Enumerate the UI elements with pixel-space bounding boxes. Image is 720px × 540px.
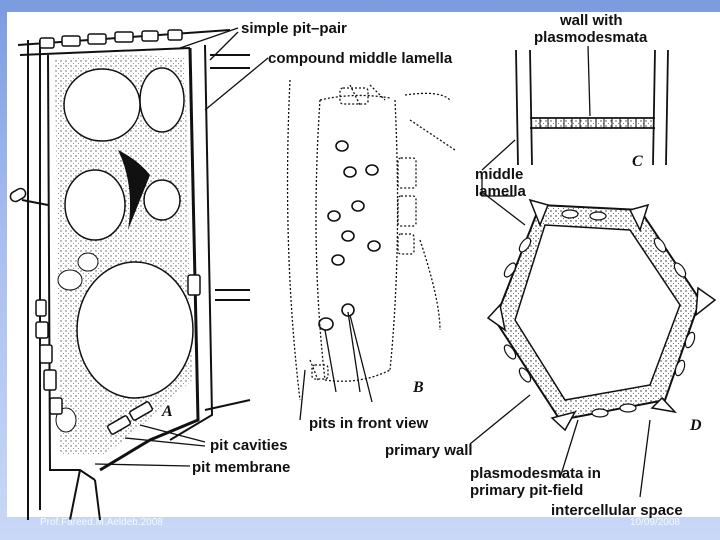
label-primary-wall: primary wall bbox=[385, 442, 473, 459]
panel-d-intercellular-spaces bbox=[486, 198, 717, 432]
label-pits-front-view: pits in front view bbox=[309, 415, 429, 432]
panel-d-pit-fields bbox=[503, 209, 696, 418]
panel-b-pits bbox=[318, 140, 381, 331]
panel-b-letter: B bbox=[412, 379, 424, 396]
panel-c-walls bbox=[515, 49, 669, 166]
panel-c-stippled-wall bbox=[534, 117, 652, 129]
label-intercellular-space: intercellular space bbox=[551, 502, 683, 519]
panel-c-letter: C bbox=[632, 153, 643, 170]
panel-d-letter: D bbox=[689, 417, 702, 434]
label-wall-with-1: wall with bbox=[559, 12, 623, 29]
panel-a-letter: A bbox=[161, 403, 173, 420]
footer-author: Prof.Fareed.M.Aeldeb.2008 bbox=[40, 517, 163, 528]
labels: simple pit–pair compound middle lamella … bbox=[192, 12, 683, 519]
label-middle-lamella-2: lamella bbox=[475, 183, 527, 200]
label-compound-middle-lamella: compound middle lamella bbox=[268, 50, 453, 67]
label-plasmodesmata-in-1: plasmodesmata in bbox=[470, 465, 601, 482]
panel-a-cytoplasm bbox=[55, 55, 194, 456]
panel-d-cell bbox=[493, 203, 702, 422]
footer-date: 10/09/2008 bbox=[629, 517, 680, 528]
label-plasmodesmata-in-2: primary pit-field bbox=[470, 482, 583, 499]
leader-lines bbox=[94, 27, 651, 498]
label-middle-lamella-1: middle bbox=[475, 166, 523, 183]
label-pit-membrane: pit membrane bbox=[192, 459, 290, 476]
panel-b-wall-pits bbox=[311, 87, 417, 380]
label-wall-with-2: plasmodesmata bbox=[534, 29, 648, 46]
panel-a-cell bbox=[17, 29, 251, 521]
label-pit-cavities: pit cavities bbox=[210, 437, 288, 454]
panel-b-cell bbox=[286, 79, 456, 401]
label-simple-pit-pair: simple pit–pair bbox=[241, 20, 347, 37]
panel-c-plasmodesmata bbox=[539, 118, 645, 128]
panel-a-pits bbox=[9, 29, 201, 435]
